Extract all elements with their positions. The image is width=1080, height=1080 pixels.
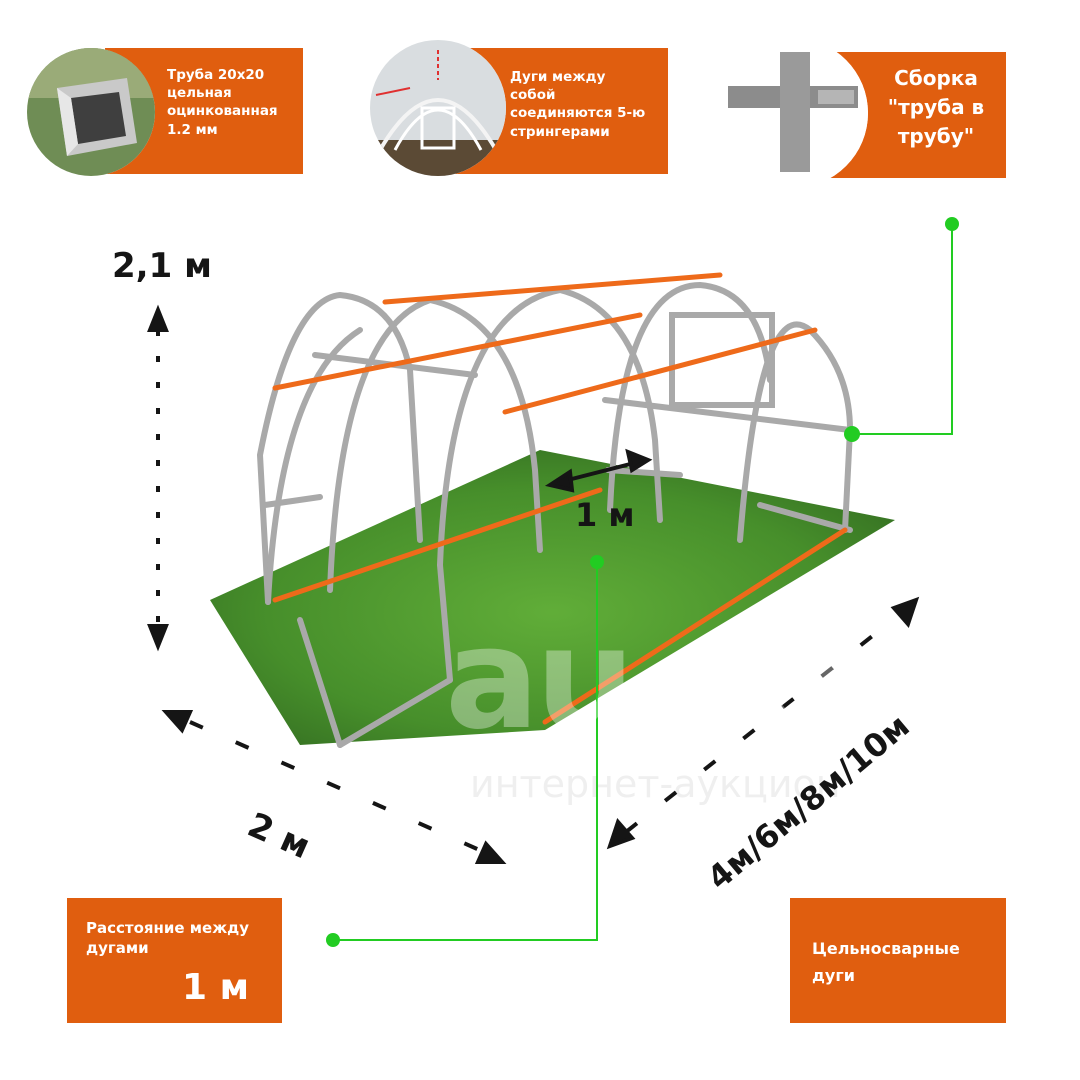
pointer-dot-badge <box>326 933 340 947</box>
pipe-badge-text: Труба 20х20 цельная оцинкованная 1.2 мм <box>167 67 278 138</box>
stringer-left-bottom <box>272 487 603 603</box>
stringer-left-mid <box>272 312 643 391</box>
height-label: 2,1 м <box>112 246 212 286</box>
pointer-dot-arc <box>590 555 604 569</box>
welded-badge-text: Цельносварные дуги <box>812 939 960 986</box>
arc-5 <box>737 321 854 543</box>
pointer-distance-line <box>333 562 598 941</box>
watermark-logo: au.ru <box>445 598 845 761</box>
pointer-dot-top <box>945 217 959 231</box>
pointer-dot-frame <box>844 426 860 442</box>
pipe-joint-icon <box>718 38 868 188</box>
square-pipe-icon <box>27 48 155 176</box>
distance-badge-text: Расстояние между дугами <box>86 919 250 958</box>
watermark-caption: интернет-аукцион <box>470 762 841 806</box>
arc-spacing-label: 1 м <box>575 496 635 534</box>
distance-badge-value: 1 м <box>182 967 250 1008</box>
pointer-assembly-line <box>852 224 953 435</box>
welded-badge <box>790 898 1006 1023</box>
distance-badge <box>67 898 282 1023</box>
greenhouse-photo-icon <box>370 40 506 176</box>
stringer-right-bottom <box>542 527 848 725</box>
stringer-right-mid <box>502 327 818 415</box>
assembly-badge-text: Сборка "труба в трубу" <box>887 66 985 148</box>
grass-floor <box>210 450 895 745</box>
arc-4 <box>607 281 773 513</box>
front-arc <box>265 327 363 605</box>
arcs-badge-text: Дуги между собой соединяются 5-ю стринге… <box>510 69 646 140</box>
arc-3 <box>437 286 663 568</box>
stringer-top <box>382 272 723 305</box>
arc-1 <box>256 291 423 605</box>
